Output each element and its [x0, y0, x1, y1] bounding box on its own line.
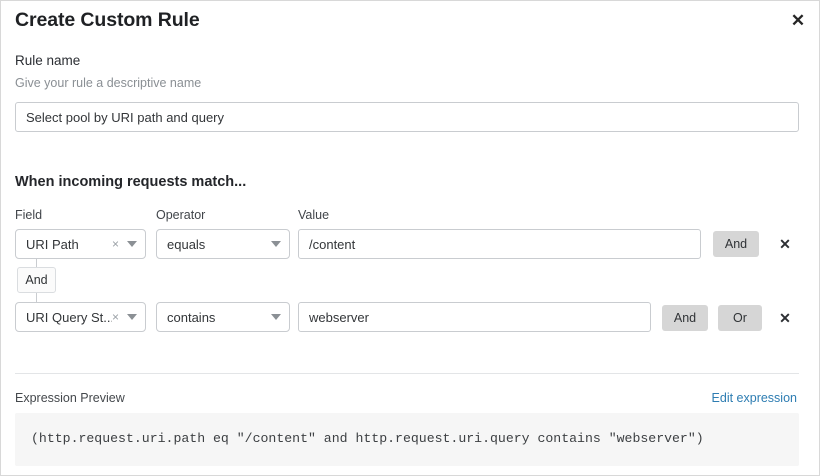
rule-name-input[interactable]	[15, 102, 799, 132]
chevron-down-icon-operator-row-1	[271, 241, 281, 247]
section-divider	[15, 373, 799, 374]
rule-name-hint: Give your rule a descriptive name	[15, 76, 202, 90]
delete-condition-row-1[interactable]: ✕	[776, 235, 794, 253]
chevron-down-icon-field-row-1	[127, 241, 137, 247]
and-button-row-1[interactable]: And	[713, 231, 759, 257]
dialog-title: Create Custom Rule	[15, 9, 200, 31]
operator-select-row-1[interactable]: equals	[156, 229, 290, 259]
operator-select-value-row-2: contains	[167, 309, 216, 325]
connector-line-top	[36, 259, 37, 269]
clear-icon-row-2[interactable]: ×	[111, 310, 119, 324]
edit-expression-link[interactable]: Edit expression	[711, 391, 797, 405]
chevron-down-icon-operator-row-2	[271, 314, 281, 320]
field-select-value-row-2: URI Query St...	[26, 309, 112, 325]
column-label-operator: Operator	[156, 208, 206, 222]
or-button-row-2[interactable]: Or	[718, 305, 762, 331]
operator-select-value-row-1: equals	[167, 236, 206, 252]
column-label-value: Value	[298, 208, 330, 222]
field-select-value-row-1: URI Path	[26, 236, 79, 252]
group-connector-and-badge[interactable]: And	[17, 267, 56, 293]
expression-preview-code: (http.request.uri.path eq "/content" and…	[31, 431, 704, 446]
value-input-row-2[interactable]	[298, 302, 651, 332]
and-button-row-2[interactable]: And	[662, 305, 708, 331]
connector-line-bottom	[36, 292, 37, 303]
chevron-down-icon-field-row-2	[127, 314, 137, 320]
conditions-heading: When incoming requests match...	[15, 174, 247, 190]
clear-icon-row-1[interactable]: ×	[111, 237, 119, 251]
column-label-field: Field	[15, 208, 43, 222]
operator-select-row-2[interactable]: contains	[156, 302, 290, 332]
field-select-row-2[interactable]: URI Query St... ×	[15, 302, 146, 332]
value-input-row-1[interactable]	[298, 229, 701, 259]
field-select-row-1[interactable]: URI Path ×	[15, 229, 146, 259]
close-icon[interactable]: ✕	[785, 7, 811, 33]
expression-preview-label: Expression Preview	[15, 391, 125, 405]
rule-name-label: Rule name	[15, 53, 81, 68]
expression-preview-box: (http.request.uri.path eq "/content" and…	[15, 413, 799, 466]
delete-condition-row-2[interactable]: ✕	[776, 309, 794, 327]
